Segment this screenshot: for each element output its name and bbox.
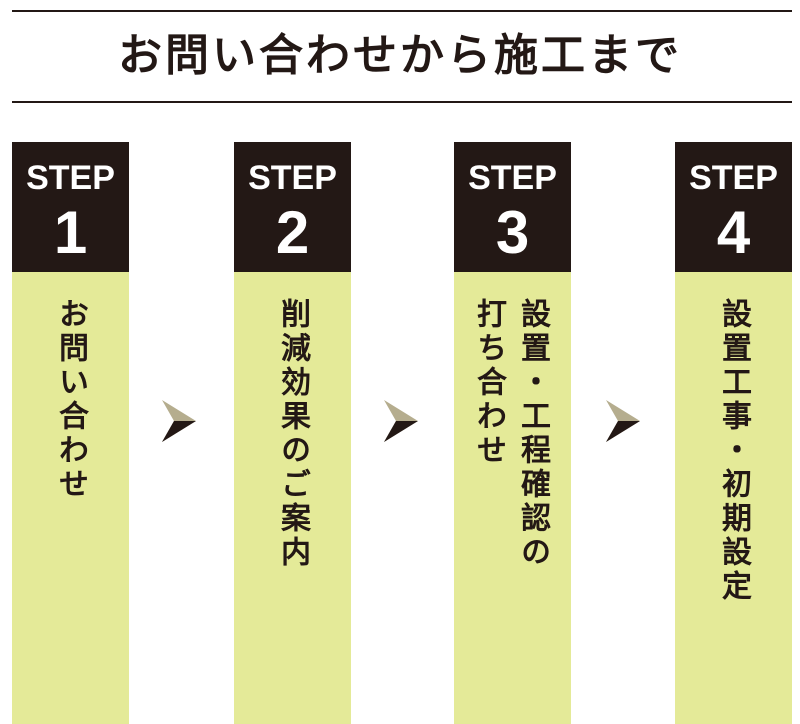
step-3-label: STEP	[468, 159, 557, 197]
step-2-header: STEP 2	[234, 142, 351, 272]
step-4-label: STEP	[689, 159, 778, 197]
step-2-label: STEP	[248, 159, 337, 197]
step-2-text: 削減効果のご案内	[275, 298, 310, 570]
step-1-label: STEP	[26, 159, 115, 197]
step-1-body: お問い合わせ	[12, 272, 129, 724]
step-3-header: STEP 3	[454, 142, 571, 272]
step-4-header: STEP 4	[675, 142, 792, 272]
bottom-divider	[12, 101, 792, 103]
step-1-number: 1	[53, 199, 88, 266]
chevron-right-icon	[162, 400, 196, 442]
step-4-number: 4	[716, 199, 751, 266]
step-3-body: 設置・工程確認の 打ち合わせ	[454, 272, 571, 724]
step-1-header: STEP 1	[12, 142, 129, 272]
step-3-card: STEP 3 設置・工程確認の 打ち合わせ	[454, 142, 571, 724]
step-1-card: STEP 1 お問い合わせ	[12, 142, 129, 724]
step-2-card: STEP 2 削減効果のご案内	[234, 142, 351, 724]
top-divider	[12, 10, 792, 12]
chevron-right-icon	[384, 400, 418, 442]
chevron-right-icon	[606, 400, 640, 442]
step-4-body: 設置工事・初期設定	[675, 272, 792, 724]
step-2-number: 2	[275, 199, 310, 266]
step-4-card: STEP 4 設置工事・初期設定	[675, 142, 792, 724]
step-3-text-line-1: 設置・工程確認の	[515, 298, 550, 570]
page-title: お問い合わせから施工まで	[118, 30, 682, 81]
step-4-text: 設置工事・初期設定	[716, 298, 751, 604]
step-1-text: お問い合わせ	[53, 298, 88, 502]
step-3-text-line-2: 打ち合わせ	[471, 298, 506, 468]
step-3-number: 3	[495, 199, 530, 266]
step-2-body: 削減効果のご案内	[234, 272, 351, 724]
